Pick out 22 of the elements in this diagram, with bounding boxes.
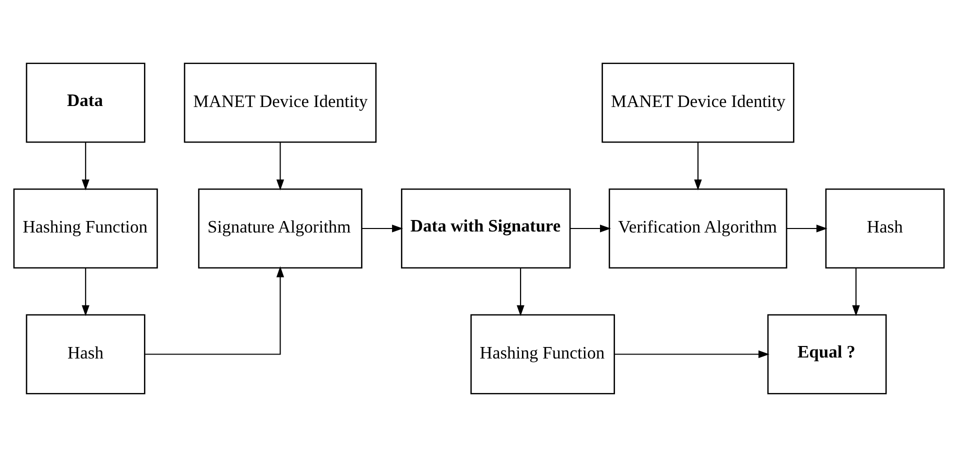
arrow [614, 350, 769, 358]
node-box: MANET Device Identity [601, 62, 794, 143]
arrow [81, 268, 89, 316]
arrow [276, 142, 284, 190]
node-box: Hashing Function [470, 314, 614, 394]
node-box: Hash [25, 314, 145, 394]
arrow [570, 224, 610, 232]
node-box: Hash [824, 188, 944, 269]
node-box: Data [25, 62, 145, 143]
node-box: Equal ? [766, 314, 886, 394]
arrow [516, 268, 524, 316]
node-box: Data with Signature [400, 188, 570, 269]
node-box: Hashing Function [12, 188, 158, 269]
node-box: MANET Device Identity [183, 62, 376, 143]
arrow [144, 266, 284, 355]
arrow [852, 268, 860, 316]
arrow [694, 142, 702, 190]
arrow [361, 224, 402, 232]
arrow [786, 224, 827, 232]
node-box: Signature Algorithm [198, 188, 362, 269]
arrow [81, 142, 89, 190]
node-box: Verification Algorithm [608, 188, 787, 269]
